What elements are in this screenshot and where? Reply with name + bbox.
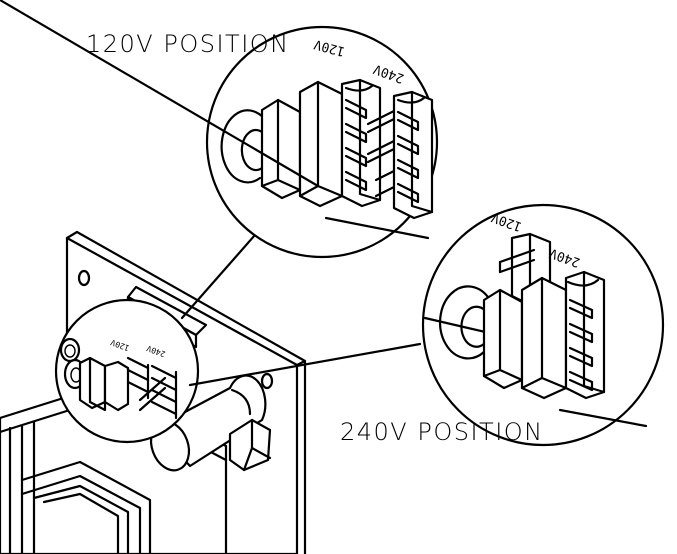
leader-line-120v xyxy=(182,235,255,318)
small-switch-detail: 120V 240V xyxy=(56,300,198,442)
contacts-240v-active xyxy=(570,300,592,390)
small-contacts xyxy=(128,358,176,418)
contacts-240v xyxy=(398,112,418,202)
contacts-120v xyxy=(346,100,366,190)
detail-240v: 120V 240V xyxy=(423,205,663,445)
terminal-block xyxy=(230,420,270,470)
board-edge xyxy=(67,232,305,554)
mounting-hole-left xyxy=(79,271,89,285)
mounting-hole-right xyxy=(262,374,272,388)
label-240v-position: 240V POSITION xyxy=(340,418,544,446)
leader-line-240v xyxy=(190,344,420,385)
detail-120v: 120V 240V xyxy=(0,0,437,257)
label-120v-position: 120V POSITION xyxy=(86,30,290,58)
